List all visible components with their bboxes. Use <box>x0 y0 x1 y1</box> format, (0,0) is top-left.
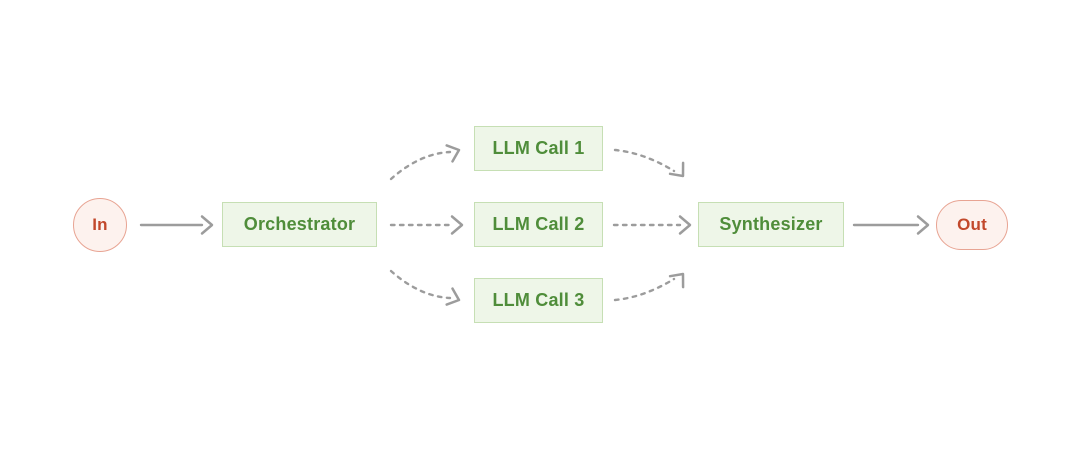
edge-llm3-synthesizer <box>613 272 685 302</box>
node-in-label: In <box>92 215 108 234</box>
node-synthesizer: Synthesizer <box>698 202 844 247</box>
node-llm-call-2: LLM Call 2 <box>474 202 603 247</box>
node-llm-call-3: LLM Call 3 <box>474 278 603 323</box>
node-llm-call-1-label: LLM Call 1 <box>492 138 585 158</box>
edge-llm2-synthesizer <box>612 215 692 235</box>
edge-in-orchestrator <box>139 215 214 235</box>
node-llm-call-2-label: LLM Call 2 <box>492 214 585 234</box>
edge-orchestrator-llm2 <box>389 215 464 235</box>
edge-orchestrator-llm3 <box>389 269 461 306</box>
edge-llm1-synthesizer <box>613 148 685 178</box>
node-orchestrator: Orchestrator <box>222 202 377 247</box>
node-in: In <box>73 198 127 252</box>
node-out: Out <box>936 200 1008 250</box>
node-llm-call-3-label: LLM Call 3 <box>492 290 585 310</box>
node-out-label: Out <box>957 215 987 234</box>
node-synthesizer-label: Synthesizer <box>719 214 823 234</box>
node-llm-call-1: LLM Call 1 <box>474 126 603 171</box>
edge-synthesizer-out <box>852 215 930 235</box>
node-orchestrator-label: Orchestrator <box>243 214 356 234</box>
edge-orchestrator-llm1 <box>389 144 461 181</box>
